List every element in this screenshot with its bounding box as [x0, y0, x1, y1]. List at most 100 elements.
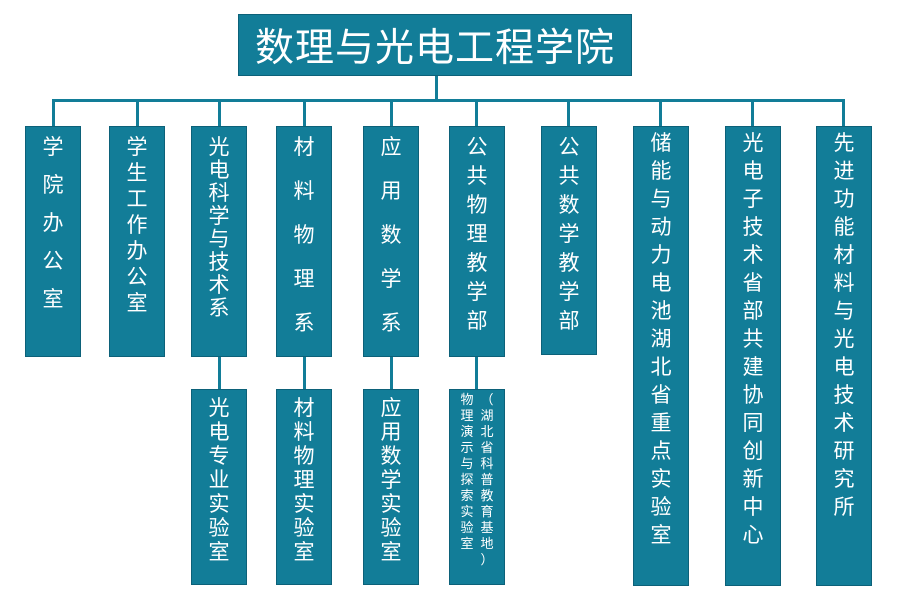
unit-connector-line: [659, 99, 662, 127]
unit-connector-line: [751, 99, 754, 127]
text-char: 料: [293, 179, 315, 203]
text-char: 系: [380, 311, 402, 335]
text-char: 普: [480, 473, 494, 488]
text-char: 物: [466, 193, 488, 217]
text-char: 验: [208, 516, 230, 540]
text-char: 部: [466, 309, 488, 333]
text-char: 功: [833, 187, 855, 211]
text-char: 北: [480, 425, 494, 440]
text-char: 光: [833, 327, 855, 351]
text-char: 公: [42, 249, 64, 273]
text-char: 学: [208, 204, 230, 228]
text-char: 与: [460, 457, 474, 472]
text-char: 室: [380, 540, 402, 564]
text-char: 学: [380, 267, 402, 291]
text-char: 理: [293, 267, 315, 291]
text-char: 科: [208, 181, 230, 205]
title-connector-line: [435, 76, 438, 100]
text-char: 部: [742, 299, 764, 323]
unit-box-optoelectronics-innovation-center: 光电子技术省部共建协同创新中心: [725, 126, 781, 586]
text-char: 术: [833, 411, 855, 435]
college-title-box: 数理与光电工程学院: [238, 14, 632, 76]
text-char: 先: [833, 131, 855, 155]
text-char: 教: [480, 489, 494, 504]
text-char: 数: [380, 223, 402, 247]
text-char: 探: [460, 473, 474, 488]
text-char: 验: [380, 516, 402, 540]
physics-demo-lab-name-column: 物理演示与探索实验室: [457, 394, 477, 554]
text-char: 用: [380, 179, 402, 203]
unit-box-materials-physics-dept: 材料物理系: [276, 126, 332, 357]
sub-unit-connector-line: [475, 355, 478, 390]
text-char: 料: [833, 271, 855, 295]
text-char: 学: [558, 222, 580, 246]
text-char: 演: [460, 425, 474, 440]
text-char: 材: [293, 396, 315, 420]
unit-connector-line: [218, 99, 221, 127]
text-char: 系: [293, 311, 315, 335]
text-char: 料: [293, 420, 315, 444]
text-char: 储: [650, 131, 672, 155]
text-char: 公: [126, 265, 148, 289]
text-char: 究: [833, 467, 855, 491]
text-char: 力: [650, 243, 672, 267]
text-char: ）: [480, 553, 494, 568]
text-char: 示: [460, 441, 474, 456]
text-char: 院: [42, 173, 64, 197]
college-title: 数理与光电工程学院: [254, 26, 615, 71]
unit-box-college-office: 学院办公室: [25, 126, 81, 357]
unit-box-public-math-teaching-dept: 公共数学教学部: [541, 126, 597, 355]
text-char: 与: [650, 187, 672, 211]
text-char: 能: [650, 159, 672, 183]
text-char: 创: [742, 439, 764, 463]
text-char: 同: [742, 411, 764, 435]
text-char: 实: [208, 492, 230, 516]
text-char: 验: [460, 521, 474, 536]
text-char: 教: [466, 251, 488, 275]
text-char: 生: [126, 161, 148, 185]
text-char: 基: [480, 521, 494, 536]
text-char: 动: [650, 215, 672, 239]
unit-connector-line: [390, 99, 393, 127]
text-char: 工: [126, 187, 148, 211]
text-char: 部: [558, 309, 580, 333]
unit-box-public-physics-teaching-dept: 公共物理教学部: [449, 126, 505, 357]
text-char: 省: [650, 383, 672, 407]
text-char: 系: [208, 296, 230, 320]
text-char: 湖: [480, 409, 494, 424]
text-char: 实: [380, 492, 402, 516]
text-char: 能: [833, 215, 855, 239]
text-char: 数: [380, 444, 402, 468]
text-char: 电: [208, 420, 230, 444]
text-char: 物: [460, 393, 474, 408]
text-char: 办: [126, 239, 148, 263]
text-char: 技: [833, 383, 855, 407]
text-char: 学: [380, 468, 402, 492]
text-char: 室: [42, 287, 64, 311]
text-char: 室: [460, 537, 474, 552]
sub-unit-box-physics-demo-lab: 物理演示与探索实验室 （湖北省科普教育基地）: [449, 389, 505, 585]
text-char: 实: [650, 467, 672, 491]
text-char: 光: [208, 396, 230, 420]
text-char: 研: [833, 439, 855, 463]
text-char: 实: [460, 505, 474, 520]
text-char: 学: [42, 135, 64, 159]
text-char: 物: [293, 444, 315, 468]
text-char: 公: [558, 135, 580, 159]
text-char: 与: [208, 227, 230, 251]
text-char: 电: [742, 159, 764, 183]
text-char: 公: [466, 135, 488, 159]
text-char: 学: [126, 135, 148, 159]
text-char: 池: [650, 299, 672, 323]
text-char: 材: [833, 243, 855, 267]
text-char: 电: [833, 355, 855, 379]
text-char: 索: [460, 489, 474, 504]
text-char: 所: [833, 495, 855, 519]
unit-box-advanced-materials-institute: 先进功能材料与光电技术研究所: [816, 126, 872, 586]
text-char: 理: [466, 222, 488, 246]
text-char: 学: [466, 280, 488, 304]
text-char: 省: [480, 441, 494, 456]
text-char: 室: [650, 523, 672, 547]
text-char: 科: [480, 457, 494, 472]
text-char: 理: [460, 409, 474, 424]
